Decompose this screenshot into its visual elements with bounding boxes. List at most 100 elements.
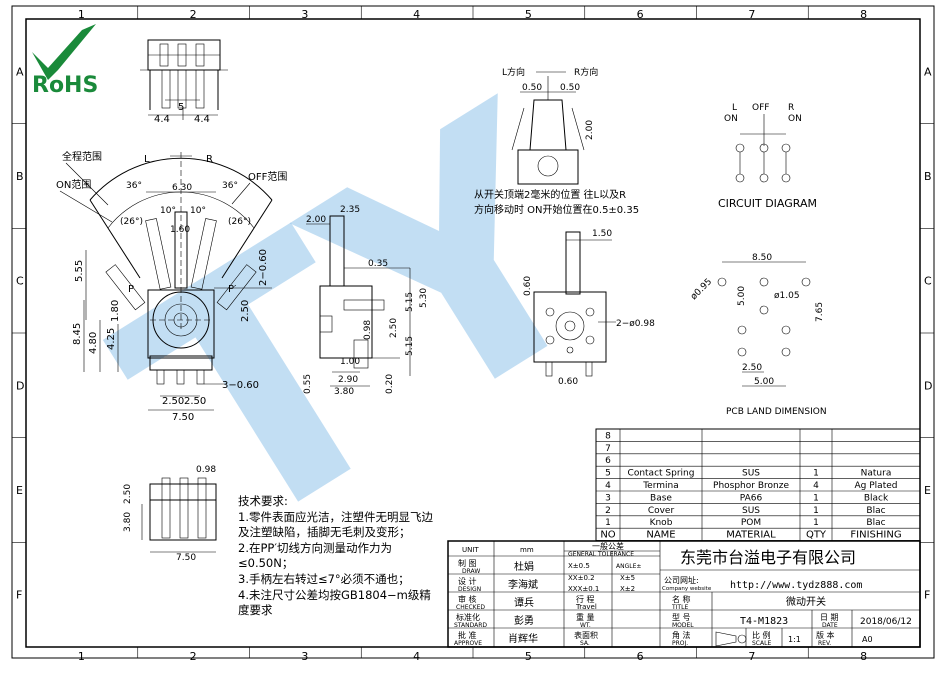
svg-text:比 例: 比 例 bbox=[752, 630, 771, 640]
checkmark-icon bbox=[32, 24, 96, 80]
svg-text:XXX±0.1: XXX±0.1 bbox=[568, 585, 599, 593]
svg-text:0.98: 0.98 bbox=[196, 465, 216, 475]
bom-cell-no: 3 bbox=[605, 493, 611, 503]
grid-column-label: 5 bbox=[525, 650, 532, 663]
svg-text:36°: 36° bbox=[126, 181, 142, 191]
svg-text:行 程: 行 程 bbox=[576, 594, 595, 604]
svg-text:名 称: 名 称 bbox=[672, 594, 691, 604]
svg-text:0.55: 0.55 bbox=[303, 374, 313, 394]
svg-text:5.15: 5.15 bbox=[405, 292, 415, 312]
notes-line: 4.未注尺寸公差均按GB1804−m级精 bbox=[238, 587, 431, 602]
svg-text:DESIGN: DESIGN bbox=[458, 586, 481, 593]
svg-text:2.50: 2.50 bbox=[389, 318, 399, 338]
svg-text:ON: ON bbox=[788, 114, 802, 124]
notes-title: 技术要求: bbox=[238, 494, 288, 508]
notes-line: 及注塑缺陷，插脚无毛刺及变形； bbox=[238, 525, 411, 540]
grid-column-label: 5 bbox=[525, 8, 532, 21]
notes-line: 1.零件表面应光洁，注塑件无明显飞边 bbox=[238, 509, 433, 524]
svg-text:OFF范围: OFF范围 bbox=[248, 170, 287, 183]
svg-text:OFF: OFF bbox=[752, 103, 769, 113]
svg-text:4.4: 4.4 bbox=[194, 114, 210, 125]
grid-row-label: B bbox=[924, 170, 932, 183]
notes-line: 3.手柄左右转过≤7°必须不通也； bbox=[238, 571, 410, 586]
bom-cell-material: POM bbox=[741, 518, 761, 528]
svg-text:李海斌: 李海斌 bbox=[508, 578, 538, 591]
svg-text:4.25: 4.25 bbox=[106, 328, 117, 350]
svg-text:R: R bbox=[788, 103, 794, 113]
bom-cell-no: 2 bbox=[605, 506, 611, 516]
svg-text:1.00: 1.00 bbox=[340, 357, 360, 367]
svg-text:http://www.tydz888.com: http://www.tydz888.com bbox=[730, 580, 862, 591]
svg-text:2.90: 2.90 bbox=[338, 375, 358, 385]
svg-text:GENERAL TOLERANCE: GENERAL TOLERANCE bbox=[568, 551, 634, 558]
svg-text:0.50: 0.50 bbox=[522, 83, 542, 93]
side-view: 2.00 2.35 0.35 5.30 5.15 2.50 5.15 0.98 … bbox=[303, 205, 429, 397]
grid-row-label: F bbox=[16, 589, 22, 602]
bom-cell-no: 1 bbox=[605, 518, 611, 528]
svg-text:2.50: 2.50 bbox=[123, 484, 133, 504]
svg-text:3.80: 3.80 bbox=[123, 512, 133, 532]
svg-text:Travel: Travel bbox=[575, 603, 597, 611]
bom-cell-finishing: Blac bbox=[866, 518, 885, 528]
rohs-text: RoHS bbox=[32, 73, 98, 98]
svg-text:WT.: WT. bbox=[580, 622, 591, 629]
svg-text:CIRCUIT DIAGRAM: CIRCUIT DIAGRAM bbox=[718, 197, 817, 210]
svg-text:1.50: 1.50 bbox=[592, 229, 612, 239]
projection-symbol-icon bbox=[715, 631, 737, 647]
grid-row-label: E bbox=[16, 484, 23, 497]
notes-line: 度要求 bbox=[238, 603, 273, 618]
svg-text:2.50: 2.50 bbox=[742, 363, 762, 373]
svg-text:X±2: X±2 bbox=[620, 585, 635, 593]
bom-header-name: NAME bbox=[646, 530, 675, 541]
grid-row-label: E bbox=[924, 484, 931, 497]
svg-text:PCB LAND DIMENSION: PCB LAND DIMENSION bbox=[726, 407, 827, 417]
svg-text:从开关顶端2毫米的位置 往L以及R: 从开关顶端2毫米的位置 往L以及R bbox=[474, 188, 626, 201]
svg-text:T4-M1823: T4-M1823 bbox=[740, 616, 788, 627]
bom-cell-name: Cover bbox=[648, 506, 675, 516]
svg-text:ANGLE±: ANGLE± bbox=[616, 563, 641, 570]
svg-text:5.00: 5.00 bbox=[737, 286, 747, 306]
grid-column-label: 6 bbox=[637, 8, 644, 21]
grid-column-label: 8 bbox=[860, 8, 867, 21]
grid-column-label: 2 bbox=[190, 650, 197, 663]
svg-text:ø1.05: ø1.05 bbox=[774, 291, 800, 301]
svg-text:10°: 10° bbox=[160, 206, 176, 216]
svg-text:设 计: 设 计 bbox=[458, 576, 477, 586]
svg-text:TITLE: TITLE bbox=[671, 604, 688, 611]
grid-row-label: C bbox=[16, 275, 24, 288]
svg-text:UNIT: UNIT bbox=[462, 546, 479, 554]
svg-text:PROJ.: PROJ. bbox=[672, 640, 688, 647]
svg-text:2−0.60: 2−0.60 bbox=[258, 249, 269, 286]
svg-text:2.35: 2.35 bbox=[340, 205, 360, 215]
grid-column-label: 1 bbox=[78, 650, 85, 663]
bom-cell-finishing: Natura bbox=[861, 469, 892, 479]
bom-header-qty: QTY bbox=[806, 530, 827, 541]
grid-row-label: F bbox=[924, 589, 930, 602]
svg-text:角 法: 角 法 bbox=[672, 630, 691, 640]
svg-text:STANDARD: STANDARD bbox=[454, 622, 487, 629]
grid-row-label: D bbox=[924, 379, 932, 392]
svg-text:(26°): (26°) bbox=[120, 217, 143, 227]
grid-column-label: 3 bbox=[301, 8, 308, 21]
svg-text:审 核: 审 核 bbox=[458, 594, 477, 604]
grid-column-label: 1 bbox=[78, 8, 85, 21]
pcb-land-dimension: 8.50 ø0.95 ø1.05 5.00 7.65 2.50 5.00 PCB… bbox=[689, 253, 827, 417]
svg-text:2.50: 2.50 bbox=[184, 396, 206, 407]
svg-text:SA.: SA. bbox=[580, 640, 590, 647]
svg-text:X±0.5: X±0.5 bbox=[568, 562, 590, 570]
svg-text:0.20: 0.20 bbox=[385, 374, 395, 394]
svg-text:一般公差: 一般公差 bbox=[592, 541, 624, 551]
bottom-view: 2.50 3.80 0.98 7.50 bbox=[123, 465, 217, 563]
bom-header-material: MATERIAL bbox=[726, 530, 776, 541]
circuit-diagram: OFF L ON R ON CIRCUIT DIAGRAM bbox=[718, 103, 817, 210]
svg-text:mm: mm bbox=[520, 546, 534, 554]
svg-text:方向移动时 ON开始位置在0.5±0.35: 方向移动时 ON开始位置在0.5±0.35 bbox=[474, 203, 639, 216]
grid-column-label: 6 bbox=[637, 650, 644, 663]
bom-cell-no: 6 bbox=[605, 456, 611, 466]
svg-text:7.65: 7.65 bbox=[815, 302, 825, 322]
svg-text:型 号: 型 号 bbox=[672, 613, 691, 622]
svg-text:1.80: 1.80 bbox=[110, 300, 121, 322]
